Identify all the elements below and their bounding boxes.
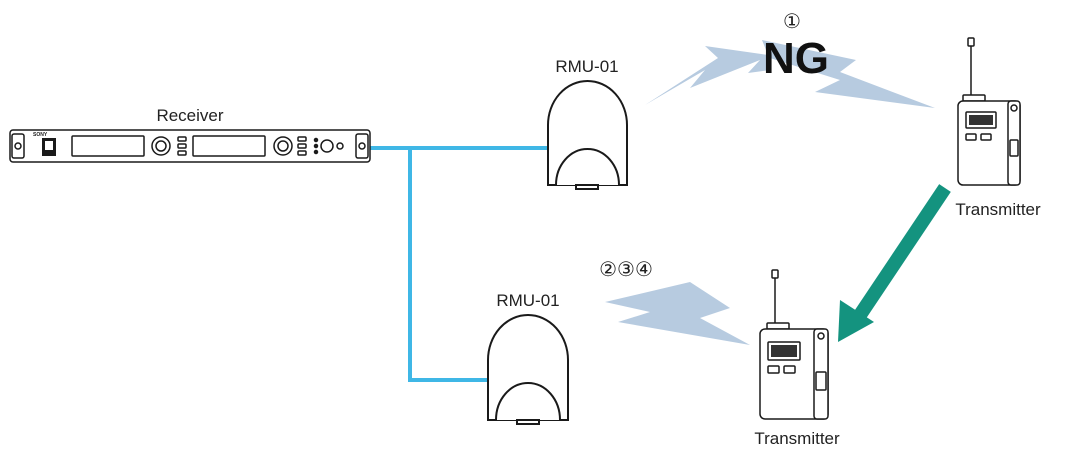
- upper-transmitter-label: Transmitter: [955, 200, 1041, 219]
- lower-transmitter-icon: [759, 269, 829, 420]
- lightning-signal-icon: [605, 282, 750, 345]
- cable-to-lower-antenna: [408, 146, 490, 382]
- signal-marker-1: ①: [783, 11, 801, 33]
- upper-antenna-dome-icon: [547, 80, 628, 190]
- signal-status-ng: NG: [763, 34, 829, 83]
- lower-transmitter-label: Transmitter: [754, 429, 840, 448]
- upper-transmitter-icon: [957, 37, 1021, 186]
- upper-antenna-label: RMU-01: [555, 57, 618, 76]
- signal-marker-2-3-4: ②③④: [599, 259, 653, 281]
- lower-antenna-label: RMU-01: [496, 291, 559, 310]
- lower-antenna-dome-icon: [487, 314, 569, 425]
- receiver-label: Receiver: [156, 106, 223, 125]
- receiver-brand: SONY: [33, 132, 48, 138]
- receiver-unit: [9, 129, 371, 163]
- arrow-down-left-icon: [838, 184, 951, 342]
- cable-network: [368, 146, 550, 382]
- lightning-signal-icon: [645, 40, 935, 108]
